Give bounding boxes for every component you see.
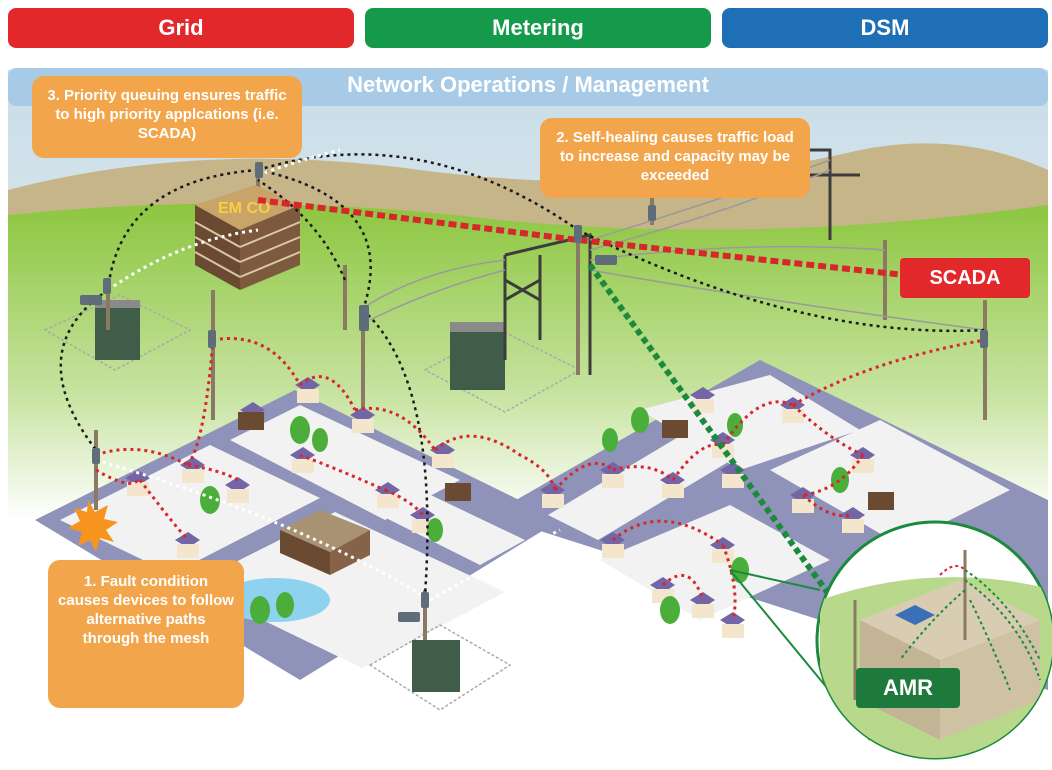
callout-self-healing: 2. Self-healing causes traffic load to i…	[540, 118, 810, 198]
banner-title: Network Operations / Management	[347, 72, 709, 97]
amr-zoom-lens	[815, 520, 1052, 760]
wireless-node-icons	[80, 162, 988, 622]
callout-fault-condition: 1. Fault condition causes devices to fol…	[48, 560, 244, 708]
substation-left	[43, 294, 192, 371]
substation-bottom	[368, 624, 512, 711]
fault-burst-icon	[68, 500, 118, 552]
mesh-white-links	[95, 148, 561, 602]
houses	[125, 377, 894, 638]
trees	[200, 407, 849, 624]
mesh-black-links	[59, 153, 986, 596]
tab-dsm[interactable]: DSM	[722, 8, 1048, 48]
mesh-red-links	[95, 337, 986, 621]
utility-office-building: EM CO	[194, 185, 301, 290]
callout-priority-queuing: 3. Priority queuing ensures traffic to h…	[32, 76, 302, 158]
transmission-tower	[503, 148, 860, 375]
substation-center	[423, 322, 582, 413]
amr-label[interactable]: AMR	[856, 668, 960, 708]
scada-priority-path	[257, 197, 906, 278]
school-building	[280, 510, 370, 575]
building-sign: EM CO	[218, 200, 270, 217]
tab-metering[interactable]: Metering	[365, 8, 711, 48]
scada-label[interactable]: SCADA	[900, 258, 1030, 298]
tab-grid[interactable]: Grid	[8, 8, 354, 48]
